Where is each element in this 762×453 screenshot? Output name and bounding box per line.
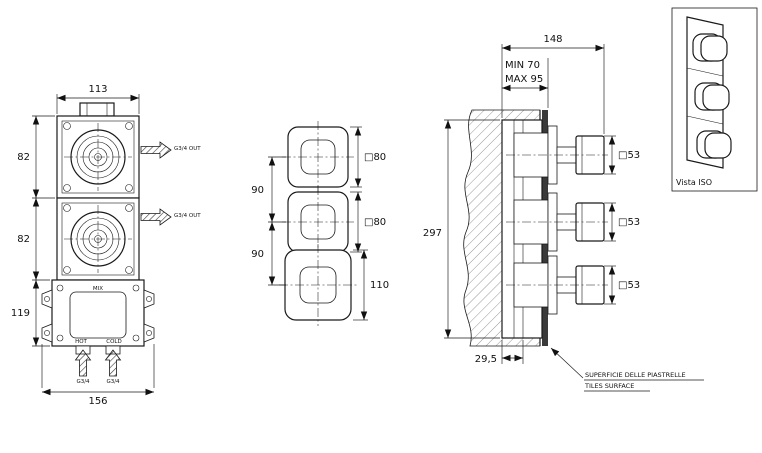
dim-height-mid: 82 [17,234,30,245]
inlet-arrow-cold-icon [104,349,122,377]
mix-label: MIX [93,286,103,292]
outlet-arrow-top-icon [140,141,172,159]
dim-depth-max: MAX 95 [505,74,543,85]
mounting-tab [143,323,155,343]
dim-plate-mid: □80 [364,217,386,228]
dim-knob-mid: □53 [618,217,640,228]
rough-valve-body: MIX HOT COLD [41,102,155,355]
top-outlet-stub [79,102,115,117]
note-line1: SUPERFICIE DELLE PIASTRELLE [585,371,686,379]
note-line2: TILES SURFACE [584,382,634,390]
outlet-middle-label: G3/4 OUT [174,213,201,219]
dim-width-top: 113 [88,84,107,95]
mounting-tab [143,289,155,309]
tiles-surface-note: SUPERFICIE DELLE PIASTRELLE TILES SURFAC… [550,347,704,392]
dim-plate-top: □80 [364,152,386,163]
inlet-cold-label: G3/4 [106,379,120,385]
dim-plate-offset: 29,5 [475,354,497,365]
dim-height: 297 [423,228,442,239]
iso-knob-middle [694,82,730,111]
dim-knob-bottom: □53 [618,280,640,291]
dim-height-top: 82 [17,152,30,163]
inlet-arrow-hot-icon [74,349,92,377]
iso-view: Vista ISO [671,7,758,192]
front-view-flow-arrows: G3/4 OUT G3/4 OUT G3/4 G3/4 [74,141,201,385]
inlet-hot-label: G3/4 [76,379,90,385]
embedded-valve-body [501,119,608,339]
iso-knob-bottom [696,130,732,159]
section-view-dimensions: 148 MIN 70 MAX 95 297 □53 □53 □53 [423,34,640,365]
trim-front-view: 90 90 □80 □80 110 [251,121,389,326]
dim-knob-top: □53 [618,150,640,161]
trim-plates [279,121,357,326]
dim-plate-bottom: 110 [370,280,389,291]
dim-spacing-bottom: 90 [251,249,264,260]
dim-depth-min: MIN 70 [505,60,540,71]
outlet-arrow-middle-icon [140,208,172,226]
mounting-tab [41,289,53,309]
dim-depth-total: 148 [543,34,562,45]
mounting-tab [41,323,53,343]
outlet-top-label: G3/4 OUT [174,146,201,152]
section-view: 148 MIN 70 MAX 95 297 □53 □53 □53 [423,34,704,392]
hot-label: HOT [75,339,87,345]
front-view-dimensions: 113 82 82 119 156 [11,84,155,407]
cold-label: COLD [106,339,121,345]
front-view: MIX HOT COLD G3/4 OUT G3/4 OUT G3/4 G3/4… [11,84,201,407]
dim-spacing-top: 90 [251,185,264,196]
dim-width-bottom: 156 [88,396,107,407]
iso-caption: Vista ISO [676,178,712,187]
dim-height-bottom: 119 [11,308,30,319]
iso-knob-top [692,33,728,62]
trim-view-dimensions: 90 90 □80 □80 110 [251,126,389,321]
